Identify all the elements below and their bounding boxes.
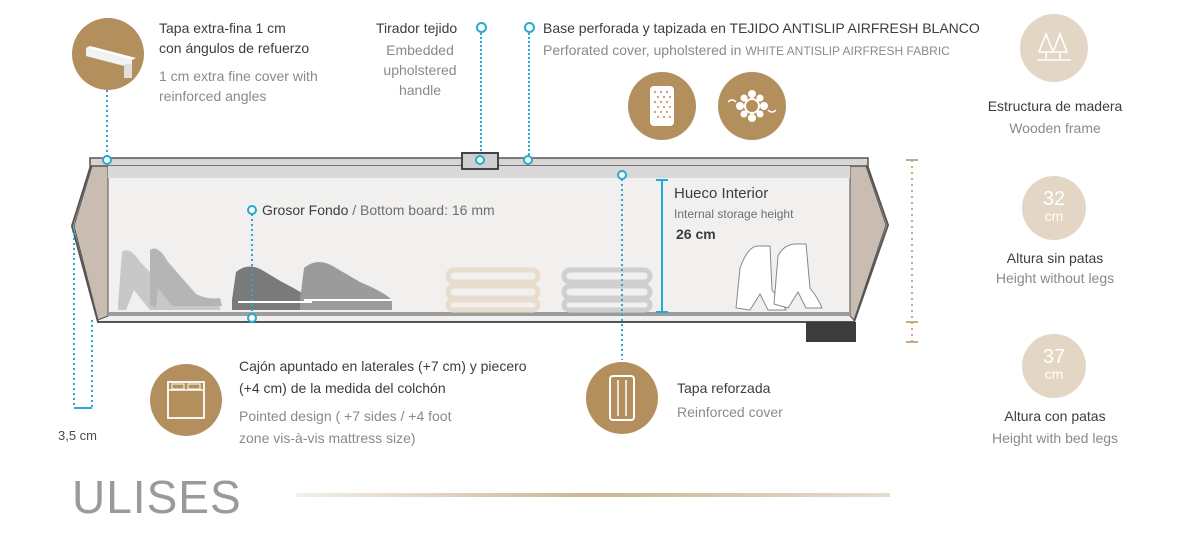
base-label-en: Perforated cover, upholstered in WHITE A… bbox=[543, 42, 950, 58]
top-cover-label-es-2: con ángulos de refuerzo bbox=[159, 40, 310, 56]
base-leader-line bbox=[528, 33, 530, 155]
height-legs-label-es: Altura con patas bbox=[1004, 408, 1106, 424]
height-legs-number: 37 bbox=[1042, 346, 1066, 368]
height-no-legs-number: 32 bbox=[1042, 188, 1066, 210]
airflow-icon bbox=[718, 72, 786, 140]
height-legs-label-en: Height with bed legs bbox=[991, 430, 1119, 446]
base-marker-top bbox=[524, 22, 535, 33]
handle-label-en-2: upholstered bbox=[383, 62, 457, 78]
pointed-label-es-2: (+4 cm) de la medida del colchón bbox=[239, 380, 446, 396]
brand-divider bbox=[296, 493, 890, 497]
handle-marker-top bbox=[476, 22, 487, 33]
base-label-es: Base perforada y tapizada en TEJIDO ANTI… bbox=[543, 20, 980, 36]
brand-name: ULISES bbox=[72, 471, 242, 523]
storage-label-en: Internal storage height bbox=[674, 207, 794, 221]
wood-frame-label-en: Wooden frame bbox=[1009, 120, 1101, 136]
bottom-board-label: Grosor Fondo / Bottom board: 16 mm bbox=[262, 202, 495, 218]
bed-outline-icon bbox=[150, 364, 222, 436]
handle-label-es: Tirador tejido bbox=[376, 20, 458, 36]
cover-edge-icon bbox=[72, 18, 144, 90]
handle-leader-line bbox=[480, 33, 482, 155]
pointed-label-es: Cajón apuntado en laterales (+7 cm) y pi… bbox=[239, 358, 527, 374]
reinforced-cover-icon bbox=[586, 362, 658, 434]
pointed-label-en: Pointed design ( +7 sides / +4 foot bbox=[239, 408, 452, 424]
side-thickness-value: 3,5 cm bbox=[58, 428, 98, 443]
perforated-panel-icon bbox=[628, 72, 696, 140]
reinforced-label-es: Tapa reforzada bbox=[677, 380, 771, 396]
height-legs-badge: 37 cm bbox=[1022, 334, 1086, 398]
height-no-legs-unit: cm bbox=[1044, 208, 1064, 224]
top-cover-label-en-2: reinforced angles bbox=[159, 88, 267, 104]
height-no-legs-badge: 32 cm bbox=[1022, 176, 1086, 240]
handle-label-en-3: handle bbox=[398, 82, 442, 98]
pointed-label-en-2: zone vis-à-vis mattress size) bbox=[239, 430, 416, 446]
reinforced-label-en: Reinforced cover bbox=[677, 404, 783, 420]
wood-frame-label-es: Estructura de madera bbox=[987, 98, 1123, 114]
storage-value: 26 cm bbox=[676, 226, 716, 242]
height-no-legs-label-en: Height without legs bbox=[995, 270, 1115, 286]
handle-label-en: Embedded bbox=[386, 42, 454, 58]
wood-frame-icon bbox=[1020, 14, 1088, 82]
height-legs-unit: cm bbox=[1044, 366, 1064, 382]
top-cover-label-es: Tapa extra-fina 1 cm bbox=[159, 20, 286, 36]
top-cover-label-en: 1 cm extra fine cover with bbox=[159, 68, 318, 84]
storage-label-es: Hueco Interior bbox=[674, 185, 769, 202]
height-no-legs-label-es: Altura sin patas bbox=[1006, 250, 1104, 266]
